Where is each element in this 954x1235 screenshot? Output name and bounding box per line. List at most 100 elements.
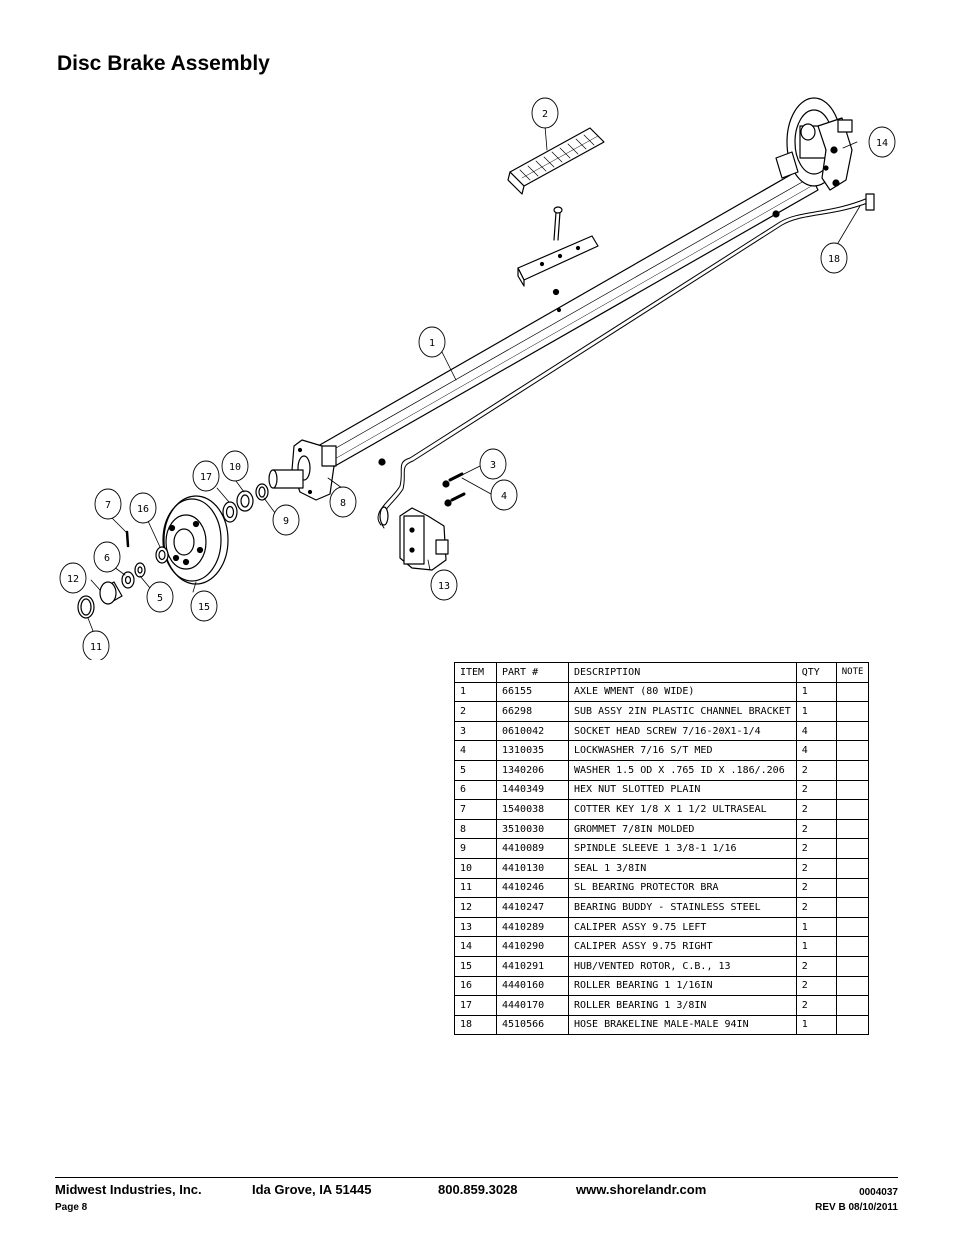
part-number-cell: 1540038 (496, 799, 569, 820)
callout-11: 11 (82, 630, 110, 660)
qty-cell: 2 (795, 759, 837, 781)
svg-text:6: 6 (104, 553, 110, 564)
footer-website[interactable]: www.shorelandr.com (576, 1182, 707, 1197)
svg-text:15: 15 (198, 602, 210, 613)
qty-cell: 4 (795, 720, 837, 742)
qty-cell: 2 (795, 838, 837, 859)
item-cell: 13 (454, 916, 497, 938)
item-cell: 12 (454, 897, 497, 918)
header-item: ITEM (454, 662, 497, 683)
note-cell (835, 916, 870, 938)
svg-text:18: 18 (828, 254, 840, 265)
item-cell: 8 (454, 818, 497, 840)
item-cell: 15 (454, 955, 497, 977)
part-number-cell: 4410289 (496, 916, 569, 938)
item-cell: 16 (454, 975, 497, 997)
header-part-number: PART # (496, 662, 569, 683)
svg-text:2: 2 (542, 109, 548, 120)
qty-cell: 1 (795, 1014, 837, 1036)
callout-10: 10 (221, 450, 249, 482)
note-cell (835, 995, 870, 1016)
item-cell: 18 (454, 1014, 497, 1036)
bracket-mount (517, 206, 599, 287)
plastic-channel (507, 127, 605, 195)
description-cell: HEX NUT SLOTTED PLAIN (568, 779, 797, 801)
svg-text:7: 7 (105, 500, 111, 511)
table-header-row: ITEM PART # DESCRIPTION QTY NOTE (454, 662, 870, 683)
callout-2: 2 (531, 97, 559, 129)
footer-company: Midwest Industries, Inc. (55, 1182, 202, 1197)
svg-text:13: 13 (438, 581, 450, 592)
part-number-cell: 4410290 (496, 936, 569, 957)
qty-cell: 1 (795, 916, 837, 938)
svg-text:14: 14 (876, 138, 888, 149)
description-cell: CALIPER ASSY 9.75 RIGHT (568, 936, 797, 957)
svg-text:3: 3 (490, 460, 496, 471)
description-cell: LOCKWASHER 7/16 S/T MED (568, 740, 797, 761)
footer-revision: REV B 08/10/2011 (815, 1202, 898, 1213)
part-number-cell: 4410130 (496, 857, 569, 879)
part-number-cell: 4440170 (496, 995, 569, 1016)
svg-text:8: 8 (340, 498, 346, 509)
callout-15: 15 (190, 590, 218, 622)
footer-phone: 800.859.3028 (438, 1182, 518, 1197)
qty-cell: 2 (795, 877, 837, 899)
part-number-cell: 4410246 (496, 877, 569, 899)
svg-text:12: 12 (67, 574, 79, 585)
description-cell: SEAL 1 3/8IN (568, 857, 797, 879)
item-cell: 14 (454, 936, 497, 957)
qty-cell: 2 (795, 975, 837, 997)
qty-cell: 2 (795, 857, 837, 879)
qty-cell: 1 (795, 681, 837, 703)
note-cell (835, 936, 870, 957)
callout-bubbles: 1 2 3 4 5 6 7 8 9 10 11 12 13 14 15 16 1… (59, 97, 896, 660)
note-cell (835, 838, 870, 859)
item-cell: 11 (454, 877, 497, 899)
left-spindle (268, 439, 337, 501)
svg-text:1: 1 (429, 338, 435, 349)
part-number-cell: 4410089 (496, 838, 569, 859)
description-cell: AXLE WMENT (80 WIDE) (568, 681, 797, 703)
item-cell: 2 (454, 701, 497, 722)
part-number-cell: 66155 (496, 681, 569, 703)
right-hub-caliper (775, 97, 853, 191)
part-number-cell: 0610042 (496, 720, 569, 742)
description-cell: HOSE BRAKELINE MALE-MALE 94IN (568, 1014, 797, 1036)
part-number-cell: 4410247 (496, 897, 569, 918)
svg-text:11: 11 (90, 642, 102, 653)
part-number-cell: 4440160 (496, 975, 569, 997)
note-cell (835, 955, 870, 977)
callout-4: 4 (490, 479, 518, 511)
item-cell: 9 (454, 838, 497, 859)
part-number-cell: 1310035 (496, 740, 569, 761)
footer-page-number: Page 8 (55, 1202, 88, 1213)
note-cell (835, 818, 870, 840)
note-cell (835, 759, 870, 781)
description-cell: SPINDLE SLEEVE 1 3/8-1 1/16 (568, 838, 797, 859)
part-number-cell: 1340206 (496, 759, 569, 781)
callout-9: 9 (272, 504, 300, 536)
left-caliper (399, 507, 449, 571)
svg-text:16: 16 (137, 504, 149, 515)
screws-and-washers (442, 472, 466, 507)
item-cell: 1 (454, 681, 497, 703)
item-cell: 3 (454, 720, 497, 742)
qty-cell: 2 (795, 955, 837, 977)
header-description: DESCRIPTION (568, 662, 797, 683)
footer-location: Ida Grove, IA 51445 (252, 1182, 372, 1197)
note-cell (835, 975, 870, 997)
bearings-and-seals (77, 483, 269, 619)
callout-18: 18 (820, 242, 848, 274)
axle-tube (317, 165, 819, 471)
part-number-cell: 1440349 (496, 779, 569, 801)
